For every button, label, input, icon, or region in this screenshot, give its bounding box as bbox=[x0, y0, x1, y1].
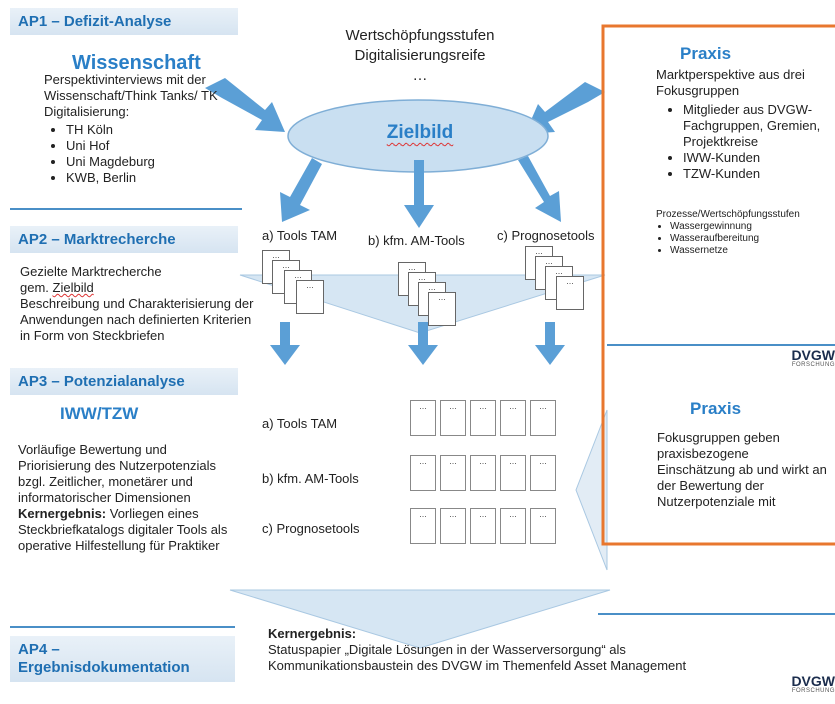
ap1-label: AP1 – Defizit-Analyse bbox=[10, 8, 238, 35]
ellipsis: … bbox=[412, 67, 428, 84]
tool-row-label-b: b) kfm. AM-Tools bbox=[262, 471, 359, 486]
tool-row-label-a: a) Tools TAM bbox=[262, 416, 338, 431]
praxis-intro: Marktperspektive aus drei Fokusgruppen bbox=[656, 67, 805, 98]
separator bbox=[10, 208, 242, 210]
iww-title: IWW/TZW bbox=[60, 404, 139, 423]
dvgw-logo-name: DVGW bbox=[791, 347, 835, 363]
list-item: Wassergewinnung bbox=[670, 221, 759, 233]
list-item: KWB, Berlin bbox=[66, 170, 155, 186]
arrow-down-center bbox=[404, 160, 434, 228]
list-item: Mitglieder aus DVGW-Fachgruppen, Gremien… bbox=[683, 102, 835, 150]
marktrecherche-line2: gem. Zielbild bbox=[20, 280, 260, 296]
steckbrief-card: … bbox=[440, 400, 466, 436]
document-icon: … bbox=[428, 292, 456, 326]
funnel-bottom bbox=[229, 589, 611, 649]
praxis2-title: Praxis bbox=[690, 399, 742, 418]
list-item: TZW-Kunden bbox=[683, 166, 835, 182]
steckbrief-card: … bbox=[530, 400, 556, 436]
kernergebnis-label: Kernergebnis: bbox=[268, 626, 357, 641]
steckbrief-card: … bbox=[440, 455, 466, 491]
digitalisierungsreife: Digitalisierungsreife bbox=[354, 47, 486, 64]
document-icon: … bbox=[556, 276, 584, 310]
kernergebnis-text: Statuspapier „Digitale Lösungen in der W… bbox=[268, 642, 687, 673]
tool-row-label-c: c) Prognosetools bbox=[262, 521, 360, 536]
tool-label-c: c) Prognosetools bbox=[497, 228, 595, 243]
steckbrief-card: … bbox=[530, 455, 556, 491]
steckbrief-card: … bbox=[440, 508, 466, 544]
marktrecherche-rest: Beschreibung und Charakterisierung der A… bbox=[20, 296, 254, 343]
wissenschaft-title: Wissenschaft bbox=[72, 52, 201, 74]
praxis-title: Praxis bbox=[680, 44, 732, 63]
separator bbox=[10, 626, 235, 628]
marktrecherche-text: Gezielte Marktrecherche gem. Zielbild Be… bbox=[20, 264, 260, 344]
ap4-label-line2: Ergebnisdokumentation bbox=[18, 659, 190, 676]
steckbrief-card: … bbox=[500, 508, 526, 544]
iww-kern-label: Kernergebnis: bbox=[18, 506, 107, 521]
wertschoepfungsstufen: Wertschöpfungsstufen bbox=[345, 27, 495, 44]
steckbrief-card: … bbox=[500, 400, 526, 436]
dvgw-logo-sub: FORSCHUNG bbox=[791, 362, 835, 368]
steckbrief-card: … bbox=[470, 508, 496, 544]
arrow-down-b bbox=[408, 322, 438, 365]
steckbrief-card: … bbox=[410, 400, 436, 436]
steckbrief-card: … bbox=[470, 400, 496, 436]
list-item: TH Köln bbox=[66, 122, 155, 138]
list-item: Wassernetze bbox=[670, 245, 759, 257]
steckbrief-card: … bbox=[500, 455, 526, 491]
kernergebnis-block: Kernergebnis: Statuspapier „Digitale Lös… bbox=[268, 626, 688, 674]
arrow-down-right bbox=[518, 156, 561, 222]
zielbild-label: Zielbild bbox=[386, 122, 454, 143]
wissenschaft-list: TH Köln Uni Hof Uni Magdeburg KWB, Berli… bbox=[48, 122, 155, 186]
dvgw-logo: DVGW FORSCHUNG bbox=[778, 348, 835, 368]
document-icon: … bbox=[296, 280, 324, 314]
praxis-box bbox=[601, 24, 835, 546]
steckbrief-card: … bbox=[530, 508, 556, 544]
marktrecherche-line1: Gezielte Marktrecherche bbox=[20, 264, 162, 279]
prozesse-heading: Prozesse/Wertschöpfungsstufen bbox=[656, 209, 800, 220]
list-item: Uni Magdeburg bbox=[66, 154, 155, 170]
marktrecherche-zielbild: Zielbild bbox=[52, 280, 94, 295]
praxis-list: Mitglieder aus DVGW-Fachgruppen, Gremien… bbox=[665, 102, 835, 182]
iww-text: Vorläufige Bewertung und Priorisierung d… bbox=[18, 442, 216, 505]
dvgw-logo: DVGW FORSCHUNG bbox=[774, 674, 835, 694]
list-item: Wasseraufbereitung bbox=[670, 233, 759, 245]
wissenschaft-intro: Perspektivinterviews mit der Wissenschaf… bbox=[44, 72, 218, 119]
tool-label-a: a) Tools TAM bbox=[262, 228, 338, 243]
tool-label-b: b) kfm. AM-Tools bbox=[368, 233, 465, 248]
praxis-feedback-arrow bbox=[575, 409, 608, 571]
arrow-down-left bbox=[280, 158, 322, 222]
ap4-label: AP4 – Ergebnisdokumentation bbox=[10, 636, 235, 682]
arrow-down-a bbox=[270, 322, 300, 365]
arrow-down-c bbox=[535, 322, 565, 365]
ap3-label: AP3 – Potenzialanalyse bbox=[10, 368, 238, 395]
dvgw-logo-name: DVGW bbox=[791, 673, 835, 689]
list-item: Uni Hof bbox=[66, 138, 155, 154]
arrow-left-into-zielbild bbox=[205, 78, 285, 132]
prozesse-list: Wassergewinnung Wasseraufbereitung Wasse… bbox=[656, 221, 759, 257]
iww-text-block: Vorläufige Bewertung und Priorisierung d… bbox=[18, 442, 238, 554]
ap2-label: AP2 – Marktrecherche bbox=[10, 226, 238, 253]
arrow-right-into-zielbild bbox=[525, 82, 605, 134]
list-item: IWW-Kunden bbox=[683, 150, 835, 166]
ap4-label-line1: AP4 – bbox=[18, 641, 60, 658]
dvgw-logo-sub: FORSCHUNG bbox=[791, 688, 835, 694]
steckbrief-card: … bbox=[410, 508, 436, 544]
iww-kern: Kernergebnis: Vorliegen eines Steckbrief… bbox=[18, 506, 238, 554]
steckbrief-card: … bbox=[470, 455, 496, 491]
marktrecherche-prefix: gem. bbox=[20, 280, 53, 295]
steckbrief-card: … bbox=[410, 455, 436, 491]
top-center-text: Wertschöpfungsstufen Digitalisierungsrei… bbox=[320, 26, 520, 86]
iww-kern-text: Vorliegen eines Steckbriefkatalogs digit… bbox=[18, 506, 228, 553]
praxis2-text: Fokusgruppen geben praxisbezogene Einsch… bbox=[657, 430, 827, 509]
